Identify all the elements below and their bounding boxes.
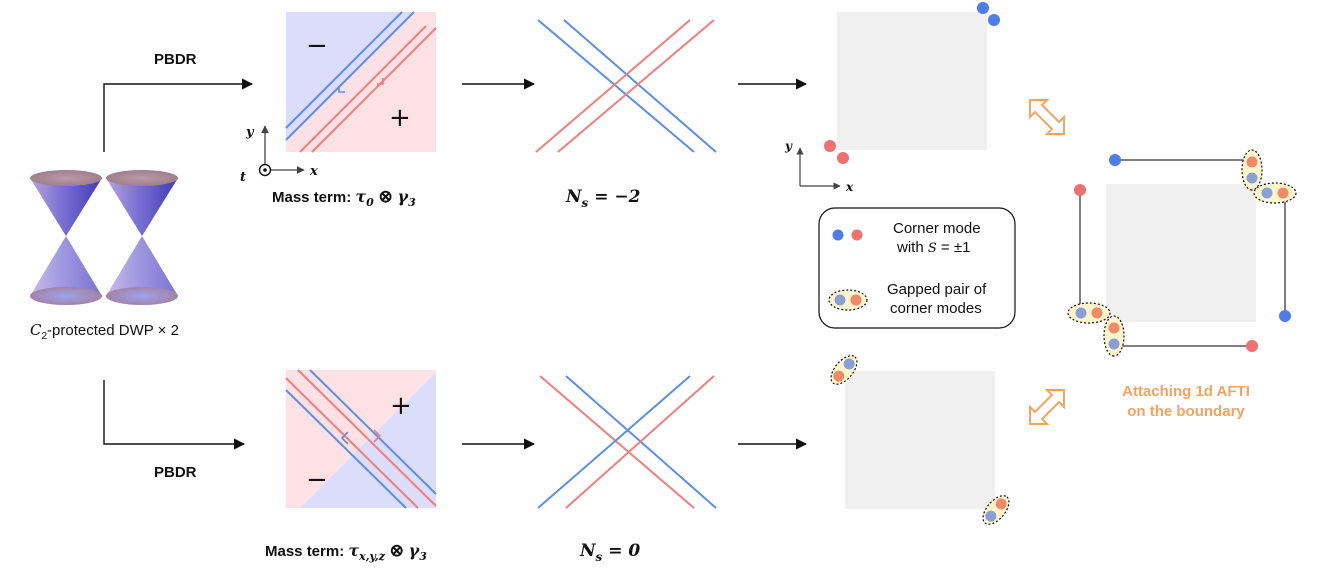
afti-label-line1: Attaching 1d AFTI xyxy=(1122,383,1250,400)
edge-mode-line xyxy=(309,369,437,495)
minus-sign: − xyxy=(306,31,328,61)
double-arrow-icon xyxy=(1029,389,1065,425)
svg-text:x: x xyxy=(309,164,318,179)
dirac-cone-icon xyxy=(106,170,178,305)
afti-label-line2: on the boundary xyxy=(1127,403,1245,420)
coordinate-axes: y x xyxy=(784,139,854,194)
pbdr-bottom-arrow xyxy=(103,380,246,450)
corner-mode-dot xyxy=(824,140,836,152)
corner-square-top xyxy=(824,2,1000,164)
corner-mode-dot xyxy=(988,14,1000,26)
gapped-pair xyxy=(982,495,1010,525)
svg-text:y: y xyxy=(245,125,255,140)
plus-sign: + xyxy=(389,103,411,133)
source-label: C2-protected DWP × 2 xyxy=(30,321,179,342)
svg-text:t: t xyxy=(240,170,246,185)
ns-bottom: Ns = 0 xyxy=(579,541,640,564)
legend: Corner mode with S = ±1 Gapped pair of c… xyxy=(818,207,1016,329)
svg-text:Corner mode: Corner mode xyxy=(893,220,981,237)
gapped-pair xyxy=(1067,302,1111,324)
gapped-pair xyxy=(1253,182,1297,204)
pbdr-bottom-label: PBDR xyxy=(154,464,197,481)
corner-mode-dot xyxy=(1074,184,1086,196)
mass-panel-bottom: + − xyxy=(285,369,437,509)
edge-mode-line xyxy=(285,11,415,141)
positive-mass-region xyxy=(286,12,436,152)
corner-mode-dot xyxy=(1109,154,1121,166)
svg-text:Gapped pair of: Gapped pair of xyxy=(887,281,987,298)
arrow-icon xyxy=(373,429,382,443)
arrow-icon xyxy=(377,78,384,85)
mass-panel-top: − + xyxy=(285,11,437,153)
crossing-bands-top xyxy=(535,19,717,153)
corner-square-bottom xyxy=(830,355,1010,525)
arrow-icon xyxy=(338,86,345,93)
svg-text:x: x xyxy=(845,180,854,194)
edge-mode-line xyxy=(285,11,403,129)
afti-boundary-square xyxy=(1067,149,1297,357)
corner-mode-dot xyxy=(837,152,849,164)
corner-mode-dot xyxy=(1246,340,1258,352)
gapped-pair xyxy=(1241,149,1263,191)
coordinate-axes: y x t xyxy=(240,125,318,185)
edge-mode-line xyxy=(285,377,419,509)
legend-corner-line2: with S = ±1 xyxy=(896,239,970,256)
svg-text:corner modes: corner modes xyxy=(890,300,982,317)
dirac-cone-icon xyxy=(30,170,102,305)
pbdr-top-arrow xyxy=(103,78,254,152)
arrow-icon xyxy=(340,431,349,445)
pbdr-top-label: PBDR xyxy=(154,51,197,68)
crossing-bands-bottom xyxy=(537,375,717,509)
positive-mass-region xyxy=(286,370,436,508)
mass-term-top: Mass term: τ0 ⊗ γ3 xyxy=(272,187,416,209)
edge-mode-line xyxy=(297,369,437,507)
svg-text:y: y xyxy=(784,139,793,153)
edge-mode-line xyxy=(299,25,427,153)
minus-sign: − xyxy=(306,465,328,495)
edge-mode-line xyxy=(285,389,407,509)
ns-top: Ns = −2 xyxy=(565,187,641,210)
corner-mode-dot xyxy=(1279,310,1291,322)
edge-mode-line xyxy=(311,27,437,153)
double-arrow-icon xyxy=(1029,99,1065,135)
mass-term-bottom: Mass term: τx,y,z ⊗ γ3 xyxy=(265,541,427,563)
gapped-pair xyxy=(830,355,858,385)
corner-mode-dot xyxy=(977,2,989,14)
gapped-pair xyxy=(1103,315,1125,357)
plus-sign: + xyxy=(390,391,412,421)
